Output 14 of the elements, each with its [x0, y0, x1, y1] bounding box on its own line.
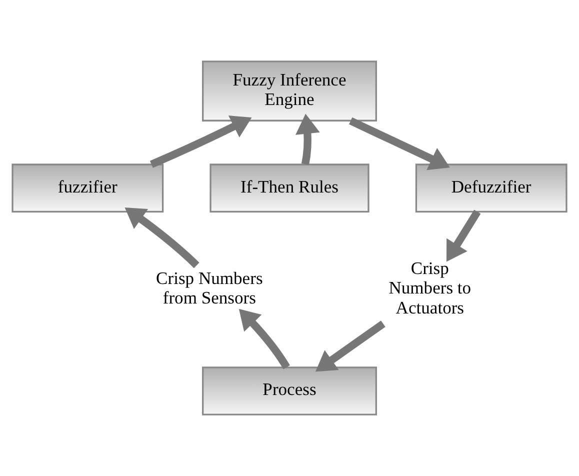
- node-text: Crisp Numbers to Actuators: [388, 258, 472, 318]
- arrow: [446, 210, 481, 262]
- arrow: [150, 116, 252, 168]
- node-box: Fuzzy Inference Engine: [202, 60, 377, 122]
- arrow: [315, 320, 386, 372]
- arrow: [295, 114, 320, 165]
- node-box: Process: [202, 366, 377, 416]
- arrow: [238, 308, 290, 370]
- node-text: Crisp Numbers from Sensors: [156, 268, 263, 308]
- node-box: Defuzzifier: [415, 164, 568, 212]
- arrow: [348, 117, 450, 170]
- arrow: [124, 207, 200, 268]
- node-box: If-Then Rules: [210, 164, 370, 212]
- node-box: fuzzifier: [12, 164, 164, 212]
